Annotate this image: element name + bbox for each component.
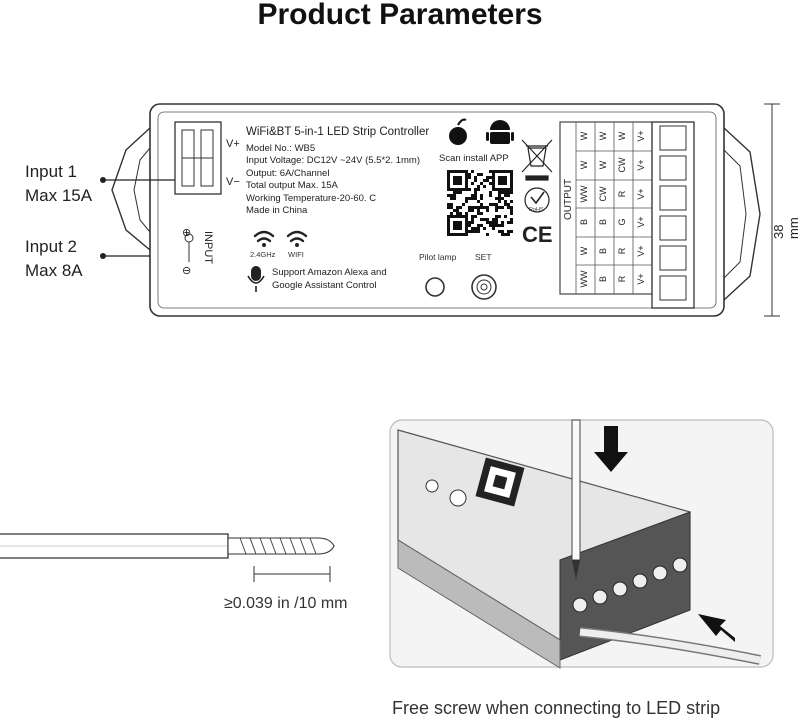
v-minus-label: V−	[226, 176, 240, 188]
minus-icon: ⊖	[182, 265, 192, 277]
output-cell: B	[598, 248, 608, 255]
output-cell: W	[579, 160, 589, 170]
page-title: Product Parameters	[257, 0, 543, 31]
output-cell: WW	[579, 270, 589, 288]
weee-bin-icon	[521, 139, 553, 181]
output-cell: WW	[579, 185, 589, 203]
google-line: Google Assistant Control	[272, 280, 377, 291]
output-cell: W	[598, 160, 608, 170]
spec-total-output: Total output Max. 15A	[246, 180, 338, 192]
plus-icon: ⊕	[182, 227, 192, 239]
left-mount-tab	[111, 127, 151, 251]
left-mount-tab-inner	[133, 147, 151, 233]
wifi-24-icon	[253, 230, 275, 243]
dimension-label: 38 mm	[771, 217, 800, 239]
spec-model: Model No.: WB5	[246, 143, 316, 154]
output-cell: W	[617, 131, 627, 141]
input2-title: Input 2	[25, 237, 77, 256]
arrow-down-icon	[594, 426, 628, 472]
right-mount-tab	[723, 127, 761, 301]
output-terminal-block	[651, 121, 695, 309]
output-cell: V+	[636, 130, 646, 142]
output-cell: R	[617, 190, 627, 198]
output-cell: V+	[636, 159, 646, 171]
output-terminal	[659, 245, 687, 271]
spec-origin: Made in China	[246, 205, 308, 217]
output-cell: V+	[636, 188, 646, 200]
output-cell: R	[617, 247, 627, 255]
input1-title: Input 1	[25, 162, 77, 181]
output-cell: W	[579, 246, 589, 256]
strip-length-caption: ≥0.039 in /10 mm	[224, 595, 348, 612]
v-plus-label: V+	[226, 138, 240, 150]
input2-dot	[100, 253, 106, 259]
set-button	[471, 274, 497, 300]
output-terminal	[659, 185, 687, 211]
rohs-label: RoHS	[529, 207, 544, 213]
ce-mark: CE	[522, 222, 553, 247]
arrow-left-icon	[698, 614, 735, 642]
scan-app-label: Scan install APP	[439, 153, 509, 164]
input1-dot	[100, 177, 106, 183]
input-port-label: INPUT	[202, 231, 214, 264]
microphone-icon	[247, 266, 265, 292]
wiring-photo	[389, 419, 774, 669]
product-name: WiFi&BT 5-in-1 LED Strip Controller	[246, 126, 430, 138]
alexa-line: Support Amazon Alexa and	[272, 267, 387, 278]
input2-label: Input 2 Max 8A	[25, 235, 83, 283]
output-cell: CW	[598, 186, 608, 202]
pilot-lamp-label: Pilot lamp	[419, 252, 457, 262]
output-cell: B	[579, 219, 589, 226]
output-terminal	[659, 275, 687, 301]
controller-body-inner	[157, 111, 717, 309]
input1-max: Max 15A	[25, 186, 93, 205]
set-label: SET	[475, 252, 492, 262]
photo-caption: Free screw when connecting to LED strip	[392, 698, 721, 718]
output-terminal	[659, 215, 687, 241]
output-cell: B	[598, 219, 608, 226]
output-cell: R	[617, 275, 627, 283]
output-cell: CW	[617, 157, 627, 173]
output-terminal	[659, 125, 687, 151]
qr-code	[445, 168, 515, 238]
wifi-24-label: 2.4GHz	[250, 250, 276, 259]
spec-list: Model No.: WB5 Input Voltage: DC12V ~24V…	[246, 143, 420, 217]
input2-max: Max 8A	[25, 261, 83, 280]
output-cell: W	[598, 131, 608, 141]
apple-icon	[449, 118, 467, 145]
output-cell: V+	[636, 273, 646, 285]
output-terminal	[659, 155, 687, 181]
pilot-lamp	[425, 277, 445, 297]
output-cell: V+	[636, 216, 646, 228]
wifi-icon	[286, 230, 308, 243]
assistant-support: Support Amazon Alexa and Google Assistan…	[272, 266, 387, 292]
android-icon	[486, 120, 514, 144]
input1-label: Input 1 Max 15A	[25, 160, 92, 208]
output-cell: G	[617, 218, 627, 226]
right-mount-tab-inner	[723, 149, 747, 279]
output-cell: W	[579, 131, 589, 141]
stripped-wire	[0, 533, 335, 582]
output-cell: B	[598, 276, 608, 283]
wifi-label: WIFI	[288, 250, 304, 259]
spec-temperature: Working Temperature-20-60. C	[246, 192, 377, 204]
rohs-icon	[524, 187, 550, 213]
output-header: OUTPUT	[563, 178, 574, 220]
spec-output: Output: 6A/Channel	[246, 167, 330, 179]
output-cell: V+	[636, 245, 646, 257]
spec-input-voltage: Input Voltage: DC12V ~24V (5.5*2. 1mm)	[246, 155, 421, 167]
